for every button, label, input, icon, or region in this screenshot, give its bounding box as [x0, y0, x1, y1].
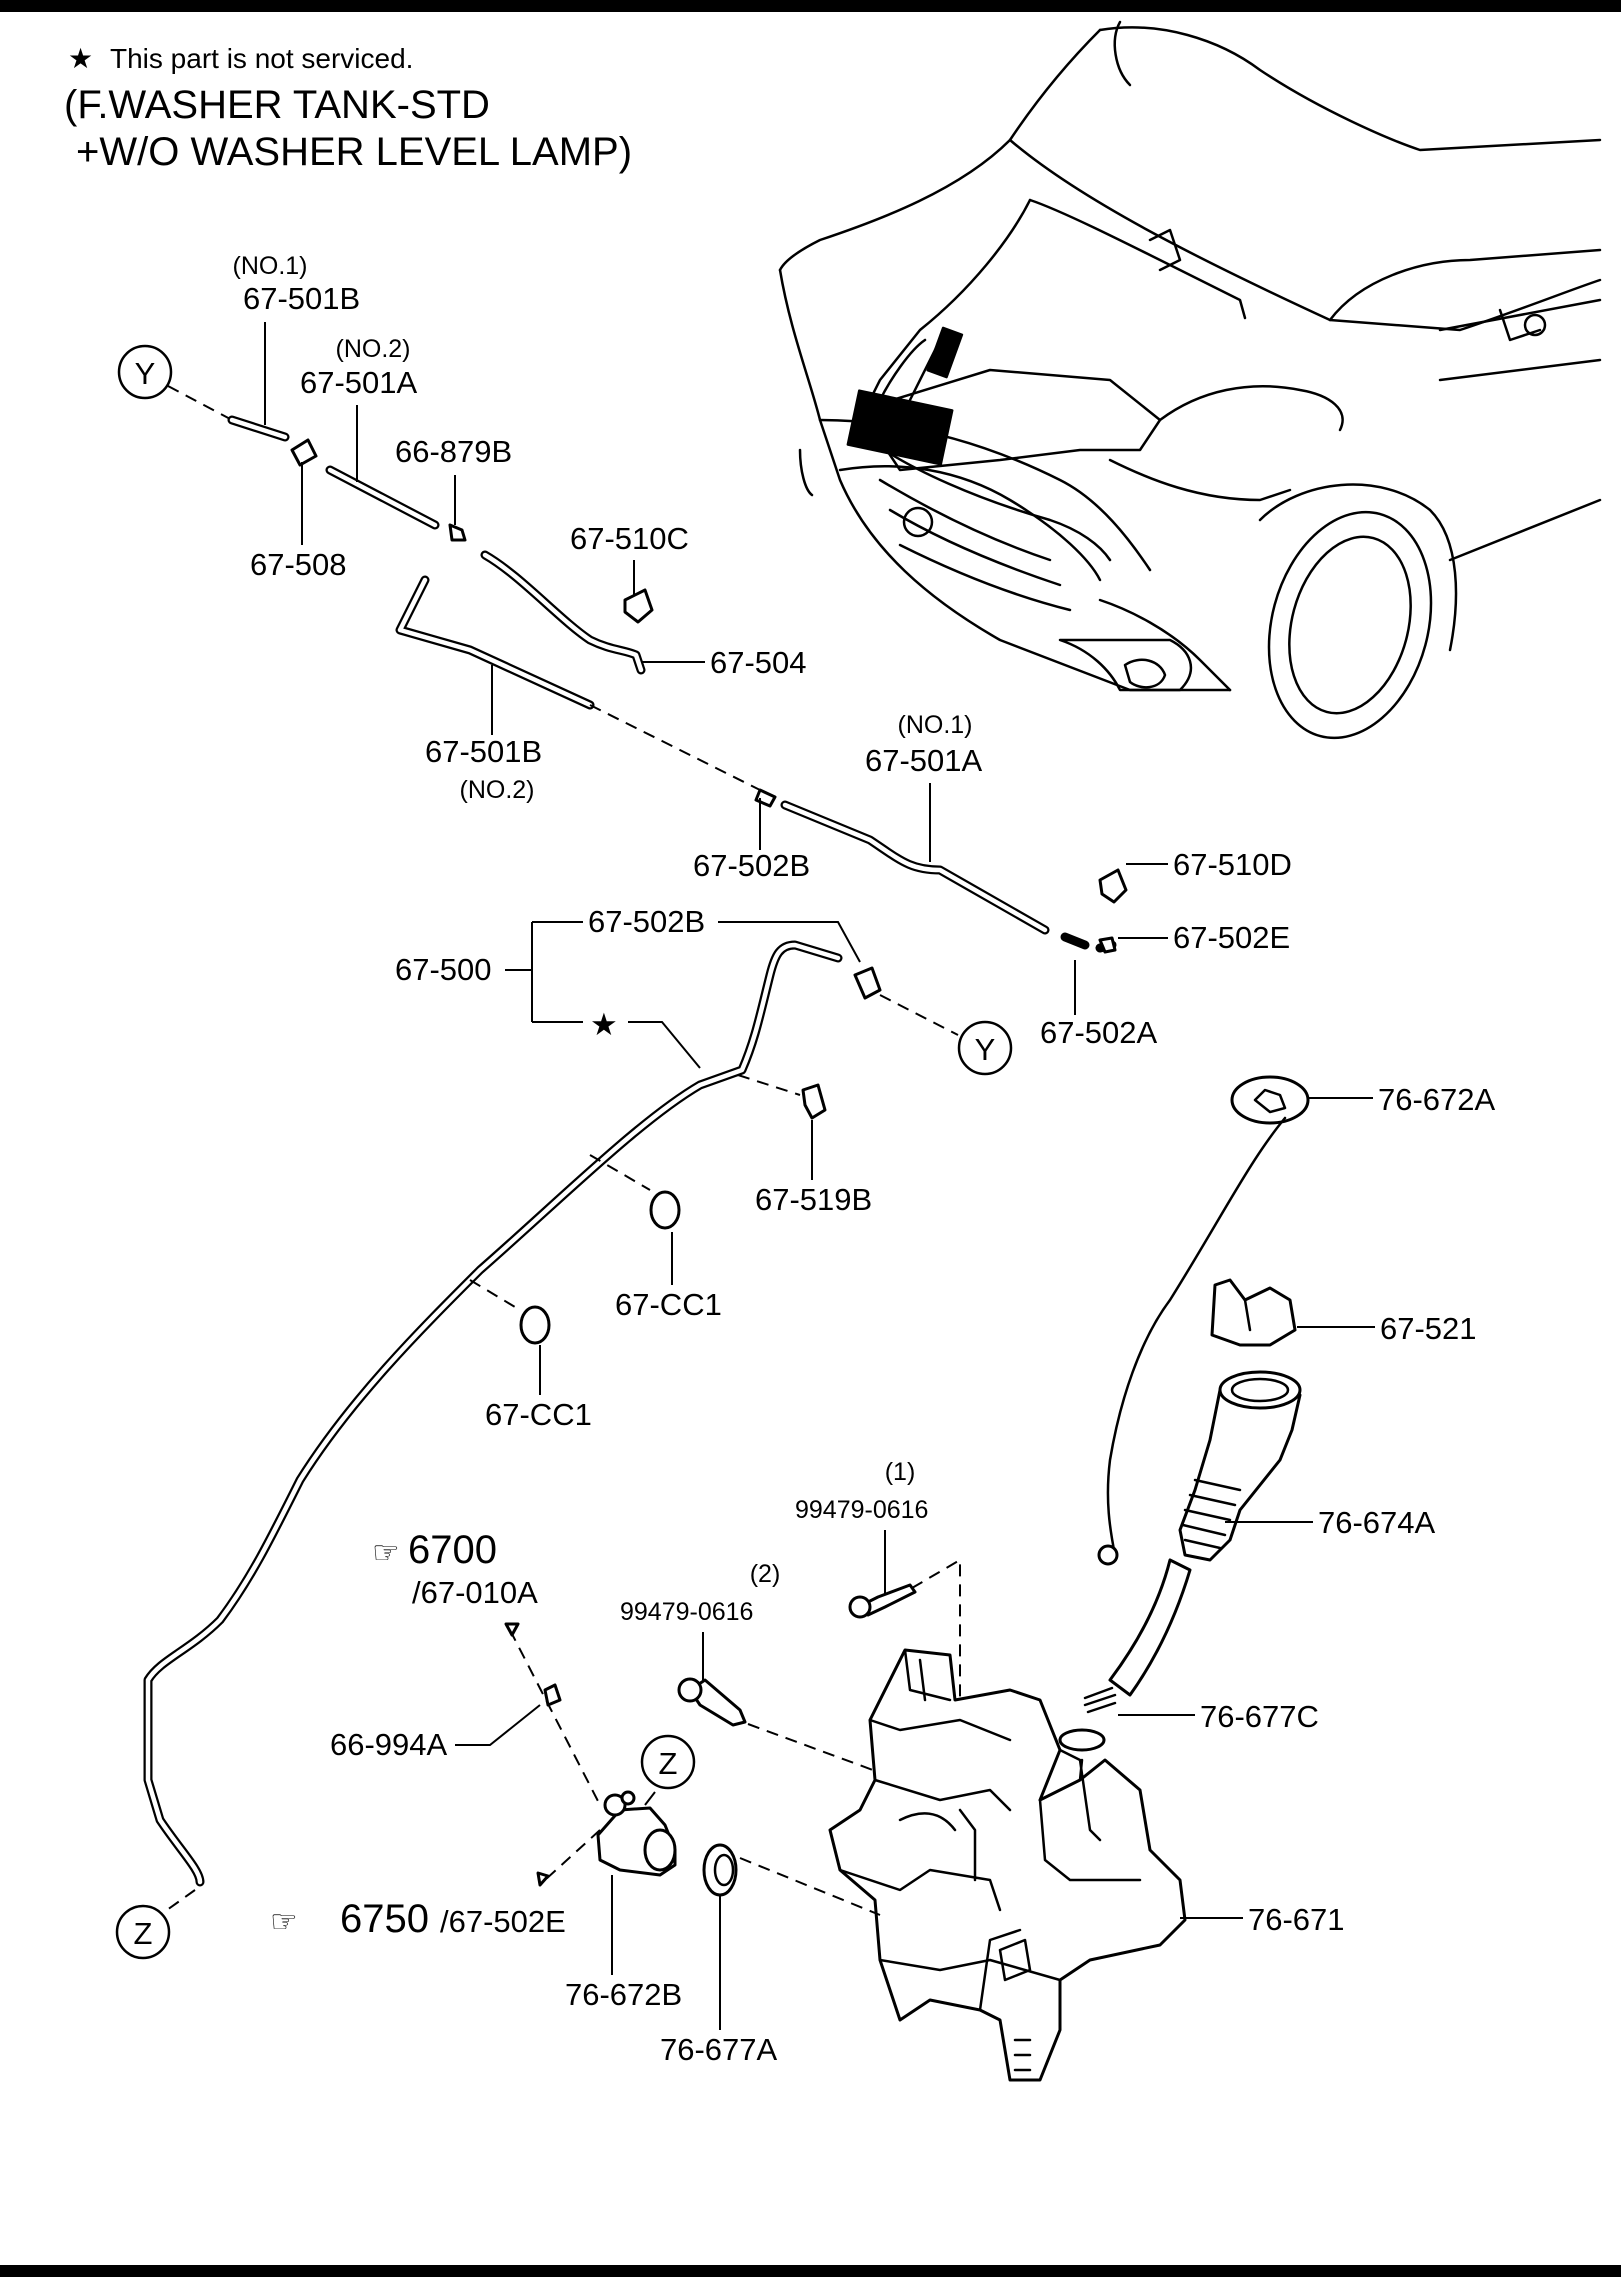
label-67-501A-no2-sub: (NO.2) — [336, 335, 411, 363]
label-67-CC1-b: 67-CC1 — [485, 1397, 592, 1432]
label-99479-2-sub: (2) — [750, 1560, 781, 1588]
label-67-501A-no2: 67-501A — [300, 365, 418, 400]
ref-y-label-mid: Y — [975, 1032, 996, 1067]
label-67-502B-upper: 67-502B — [693, 848, 810, 883]
bottom-border — [0, 2265, 1621, 2277]
ref-6700-section: 6700 — [408, 1528, 497, 1572]
label-99479-0616-1: 99479-0616 — [795, 1496, 928, 1524]
car-front-illustration — [778, 20, 1602, 740]
joint-67-508-shape — [290, 438, 318, 467]
label-66-879B: 66-879B — [395, 434, 512, 469]
label-67-508: 67-508 — [250, 547, 347, 582]
ref-6750-section: 6750 — [340, 1897, 429, 1941]
cap-76-672A-shape — [1230, 1075, 1310, 1125]
label-76-672B: 76-672B — [565, 1977, 682, 2012]
clamp-67-CC1-a-shape — [649, 1190, 681, 1230]
label-76-671: 76-671 — [1248, 1902, 1345, 1937]
grommet-76-677A-shape — [702, 1843, 738, 1897]
clip-67-510C-shape — [623, 588, 654, 624]
ref-y-circle-top — [117, 344, 173, 400]
ref-6700[interactable]: ☞ 6700 /67-010A — [372, 1528, 538, 1610]
ref-z-circle-bottom — [115, 1904, 171, 1960]
upper-labels: (NO.1) 67-501B (NO.2) 67-501A 66-879B 67… — [233, 252, 1292, 1050]
star-mark-67-500: ★ — [590, 1007, 618, 1042]
pump-assembly: 76-672B 76-677A 66-994A — [330, 1622, 881, 2067]
ref-6700-part: /67-010A — [412, 1575, 538, 1610]
label-67-501B-no2-sub: (NO.2) — [460, 776, 535, 804]
label-67-519B: 67-519B — [755, 1182, 872, 1217]
ref-y-circle-mid — [957, 1020, 1013, 1076]
label-99479-0616-2: 99479-0616 — [620, 1598, 753, 1626]
label-67-501B-no2: 67-501B — [425, 734, 542, 769]
bracket-67-521-shape — [1210, 1278, 1297, 1347]
filler-assembly: 76-672A 67-521 76-674A 76-677C — [1083, 1075, 1496, 1734]
ref-z-label-bottom: Z — [134, 1916, 153, 1951]
ref-6750[interactable]: ☞ 6750 /67-502E — [270, 1897, 566, 1941]
top-border — [0, 0, 1621, 12]
label-76-677C: 76-677C — [1200, 1699, 1319, 1734]
label-67-504: 67-504 — [710, 645, 807, 680]
label-76-672A: 76-672A — [1378, 1082, 1496, 1117]
label-99479-1-sub: (1) — [885, 1458, 916, 1486]
joint-66-879B-shape — [448, 523, 467, 542]
joint-67-502B-shape — [754, 788, 777, 808]
star-note-symbol: ★ — [68, 43, 93, 74]
ref-z-circle-pump — [640, 1734, 696, 1790]
label-67-501A-no1-sub: (NO.1) — [898, 711, 973, 739]
upper-hoses — [167, 385, 1117, 953]
valve-66-994A-shape — [543, 1683, 562, 1707]
label-66-994A: 66-994A — [330, 1727, 448, 1762]
star-note: This part is not serviced. — [110, 43, 413, 74]
clip-67-519B-shape — [801, 1083, 827, 1120]
ref-y-label-top: Y — [135, 356, 156, 391]
label-76-677A: 76-677A — [660, 2032, 778, 2067]
label-67-502E: 67-502E — [1173, 920, 1290, 955]
main-washer-hose — [143, 940, 959, 1916]
label-67-501B-no1-sub: (NO.1) — [233, 252, 308, 280]
label-67-502A: 67-502A — [1040, 1015, 1158, 1050]
joint-67-502B-lower-shape — [853, 966, 882, 1000]
label-67-501B-no1: 67-501B — [243, 281, 360, 316]
label-67-500: 67-500 — [395, 952, 492, 987]
label-67-502B-lower: 67-502B — [588, 904, 705, 939]
diagram-title-line2: +W/O WASHER LEVEL LAMP) — [76, 130, 632, 174]
clip-67-510D-shape — [1098, 868, 1128, 904]
joint-67-502E-shape — [1098, 936, 1117, 954]
label-76-674A: 76-674A — [1318, 1505, 1436, 1540]
label-67-501A-no1: 67-501A — [865, 743, 983, 778]
clamp-67-CC1-b-shape — [519, 1305, 551, 1345]
diagram-title-line1: (F.WASHER TANK-STD — [64, 83, 490, 127]
label-67-CC1-a: 67-CC1 — [615, 1287, 722, 1322]
washer-tank-76-671-shape — [828, 1648, 1187, 2082]
bolt-99479-2-shape — [688, 1678, 747, 1727]
bolts: (1) 99479-0616 (2) 99479-0616 — [620, 1458, 961, 1781]
label-67-510D: 67-510D — [1173, 847, 1292, 882]
ref-z-label-pump: Z — [659, 1746, 678, 1781]
mid-labels: 67-519B 67-CC1 67-CC1 — [485, 1120, 872, 1432]
pointer-icon-6750: ☞ — [270, 1904, 298, 1939]
hose-assembly-67-500: 67-500 67-502B ★ — [395, 904, 861, 1069]
ref-6750-part: /67-502E — [440, 1904, 566, 1939]
label-67-510C: 67-510C — [570, 521, 689, 556]
upper-connectors — [290, 438, 1128, 954]
pointer-icon-6700: ☞ — [372, 1535, 400, 1570]
label-67-521: 67-521 — [1380, 1311, 1477, 1346]
